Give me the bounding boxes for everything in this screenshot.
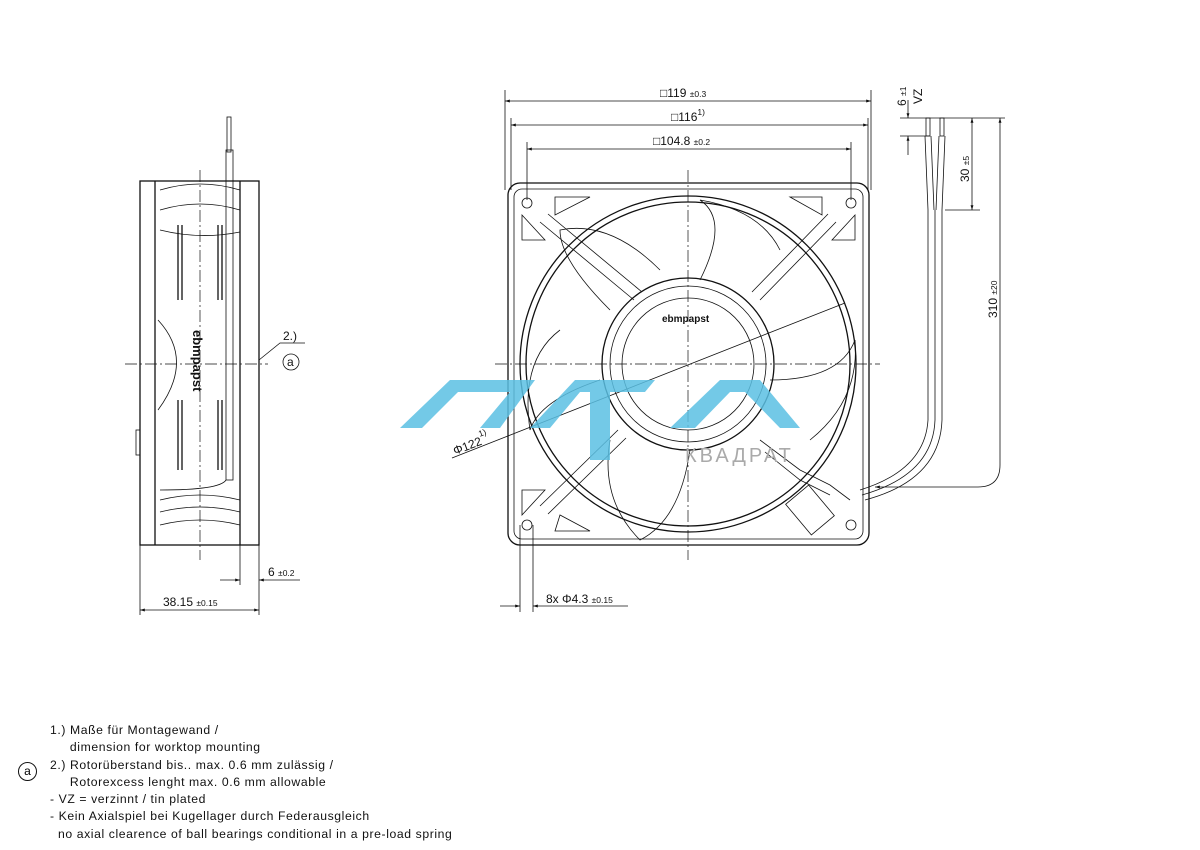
side-view: ebmpapst 2.) a 6 ±0.2 38.15 ±0.15 <box>125 116 305 615</box>
note-line: dimension for worktop mounting <box>50 740 261 755</box>
hole-spec-dim: 8x Φ4.3 ±0.15 <box>546 592 613 606</box>
note-line: - Kein Axialspiel bei Kugellager durch F… <box>50 809 370 824</box>
strip-length-dim: 6 ±1 <box>895 86 909 106</box>
front-view: ebmpapst Φ1221) □119 ±0.3 □1161) □104.8 … <box>449 86 880 612</box>
note-line: - VZ = verzinnt / tin plated <box>50 792 207 807</box>
drawing-notes: 1.) Maße für Montagewand / dimension for… <box>50 722 452 843</box>
mark-a: a <box>287 355 294 369</box>
note-line: no axial clearence of ball bearings cond… <box>50 826 453 841</box>
cable-length-dim: 310 ±20 <box>986 280 1000 318</box>
mounting-hole <box>845 519 857 531</box>
tin-plated-label: VZ <box>911 89 925 104</box>
hub-brand-label: ebmpapst <box>662 314 710 325</box>
lead-wires: 6 ±1 VZ 30 ±5 310 ±20 <box>859 86 1005 501</box>
note-ref-2: 2.) <box>283 329 297 343</box>
hole-spacing-dim: □104.8 ±0.2 <box>653 134 710 148</box>
depth-dim: 38.15 ±0.15 <box>163 595 218 609</box>
split-length-dim: 30 ±5 <box>958 156 972 182</box>
side-brand-label: ebmpapst <box>190 330 205 392</box>
note-line: 2.) Rotorüberstand bis.. max. 0.6 mm zul… <box>50 757 334 772</box>
outer-size-dim: □119 ±0.3 <box>660 86 706 100</box>
mounting-hole <box>521 519 533 531</box>
diameter-dim: Φ1221) <box>449 427 491 458</box>
notes-mark-a: a <box>18 762 37 781</box>
note-line: Rotorexcess lenght max. 0.6 mm allowable <box>50 774 327 789</box>
flange-dim: 6 ±0.2 <box>268 565 295 579</box>
note-line: 1.) Maße für Montagewand / <box>50 723 219 737</box>
mount-size-dim: □1161) <box>671 107 705 124</box>
